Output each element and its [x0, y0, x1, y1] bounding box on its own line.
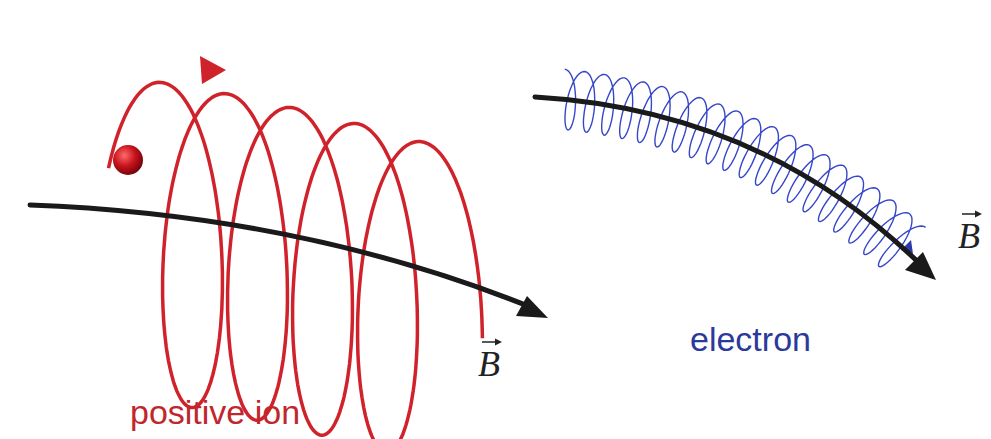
electron-helix: [565, 69, 926, 267]
electron-helix-path: [565, 69, 926, 267]
field-label: B: [958, 218, 980, 254]
vector-accent-line: [962, 213, 977, 215]
field-arrowhead: [905, 252, 936, 280]
field-label: B: [478, 346, 500, 382]
field-arrowhead: [516, 296, 548, 318]
particle-label: electron: [690, 322, 811, 356]
vector-accent-line: [482, 341, 497, 343]
ion-particle: [113, 145, 143, 175]
vector-accent-head: [975, 211, 982, 218]
particle-label: positive ion: [130, 395, 300, 429]
ion-helix-path: [109, 82, 483, 439]
field-line: [30, 205, 528, 306]
ion-helix: [109, 56, 483, 439]
field-line: [535, 97, 918, 262]
ion-direction-arrow: [200, 56, 226, 84]
vector-accent-head: [495, 339, 502, 346]
